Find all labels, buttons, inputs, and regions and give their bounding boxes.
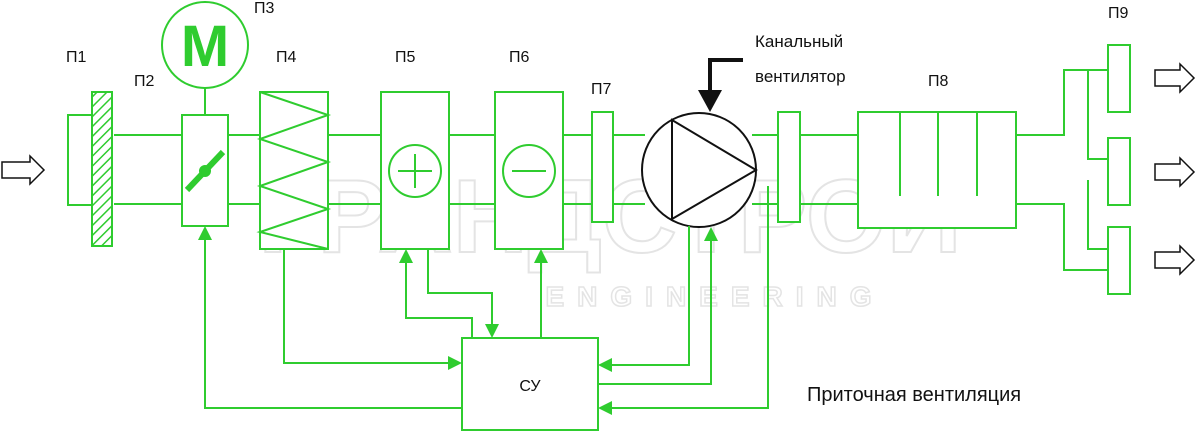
plus-circle-icon <box>388 144 442 198</box>
filter-zigzag <box>256 91 332 250</box>
label-p3: П3 <box>254 0 275 17</box>
motor-p3 <box>161 1 249 89</box>
hollow-right-arrow-icon <box>1154 156 1196 188</box>
label-p4: П4 <box>276 49 297 66</box>
control-lines <box>198 186 769 415</box>
label-p9: П9 <box>1108 5 1129 22</box>
duct-fan <box>641 112 758 228</box>
label-p5: П5 <box>395 49 416 66</box>
fan-callout-line1: Канальный <box>755 32 843 51</box>
intake-grille-p1 <box>67 91 113 247</box>
fan-callout-arrow <box>698 58 743 112</box>
heater-p5 <box>380 91 450 250</box>
duct-lines <box>114 134 858 205</box>
fan-triangle-icon <box>671 118 758 221</box>
flexible-insert-after-fan <box>777 111 801 223</box>
control-unit-label: СУ <box>519 378 541 395</box>
control-unit <box>461 337 599 431</box>
distribution-p9 <box>1016 44 1131 295</box>
hollow-right-arrow-icon <box>1154 244 1196 276</box>
label-p8: П8 <box>928 73 949 90</box>
diagram-title: Приточная вентиляция <box>807 384 1021 406</box>
label-p6: П6 <box>509 49 530 66</box>
intake-arrow <box>1 154 46 186</box>
wall-hatch <box>91 91 113 247</box>
outlet-3 <box>1107 226 1131 295</box>
motor-letter: M <box>181 14 229 79</box>
hollow-right-arrow-icon <box>1 154 46 186</box>
butterfly-valve-icon <box>184 149 226 193</box>
outlet-1 <box>1107 44 1131 113</box>
damper-p2 <box>181 88 229 227</box>
outlet-2 <box>1107 137 1131 206</box>
minus-circle-icon <box>502 144 556 198</box>
label-p1: П1 <box>66 49 87 66</box>
watermark-sub: ENGINEERING <box>545 281 884 312</box>
label-p2: П2 <box>134 73 155 90</box>
silencer-p8 <box>857 111 1017 229</box>
cooler-p6 <box>494 91 564 250</box>
filter-p4 <box>256 91 332 250</box>
outlet-arrows <box>1154 62 1196 276</box>
hollow-right-arrow-icon <box>1154 62 1196 94</box>
fan-callout-line2: вентилятор <box>755 67 846 86</box>
label-p7: П7 <box>591 81 612 98</box>
flexible-insert-p7 <box>591 111 614 223</box>
